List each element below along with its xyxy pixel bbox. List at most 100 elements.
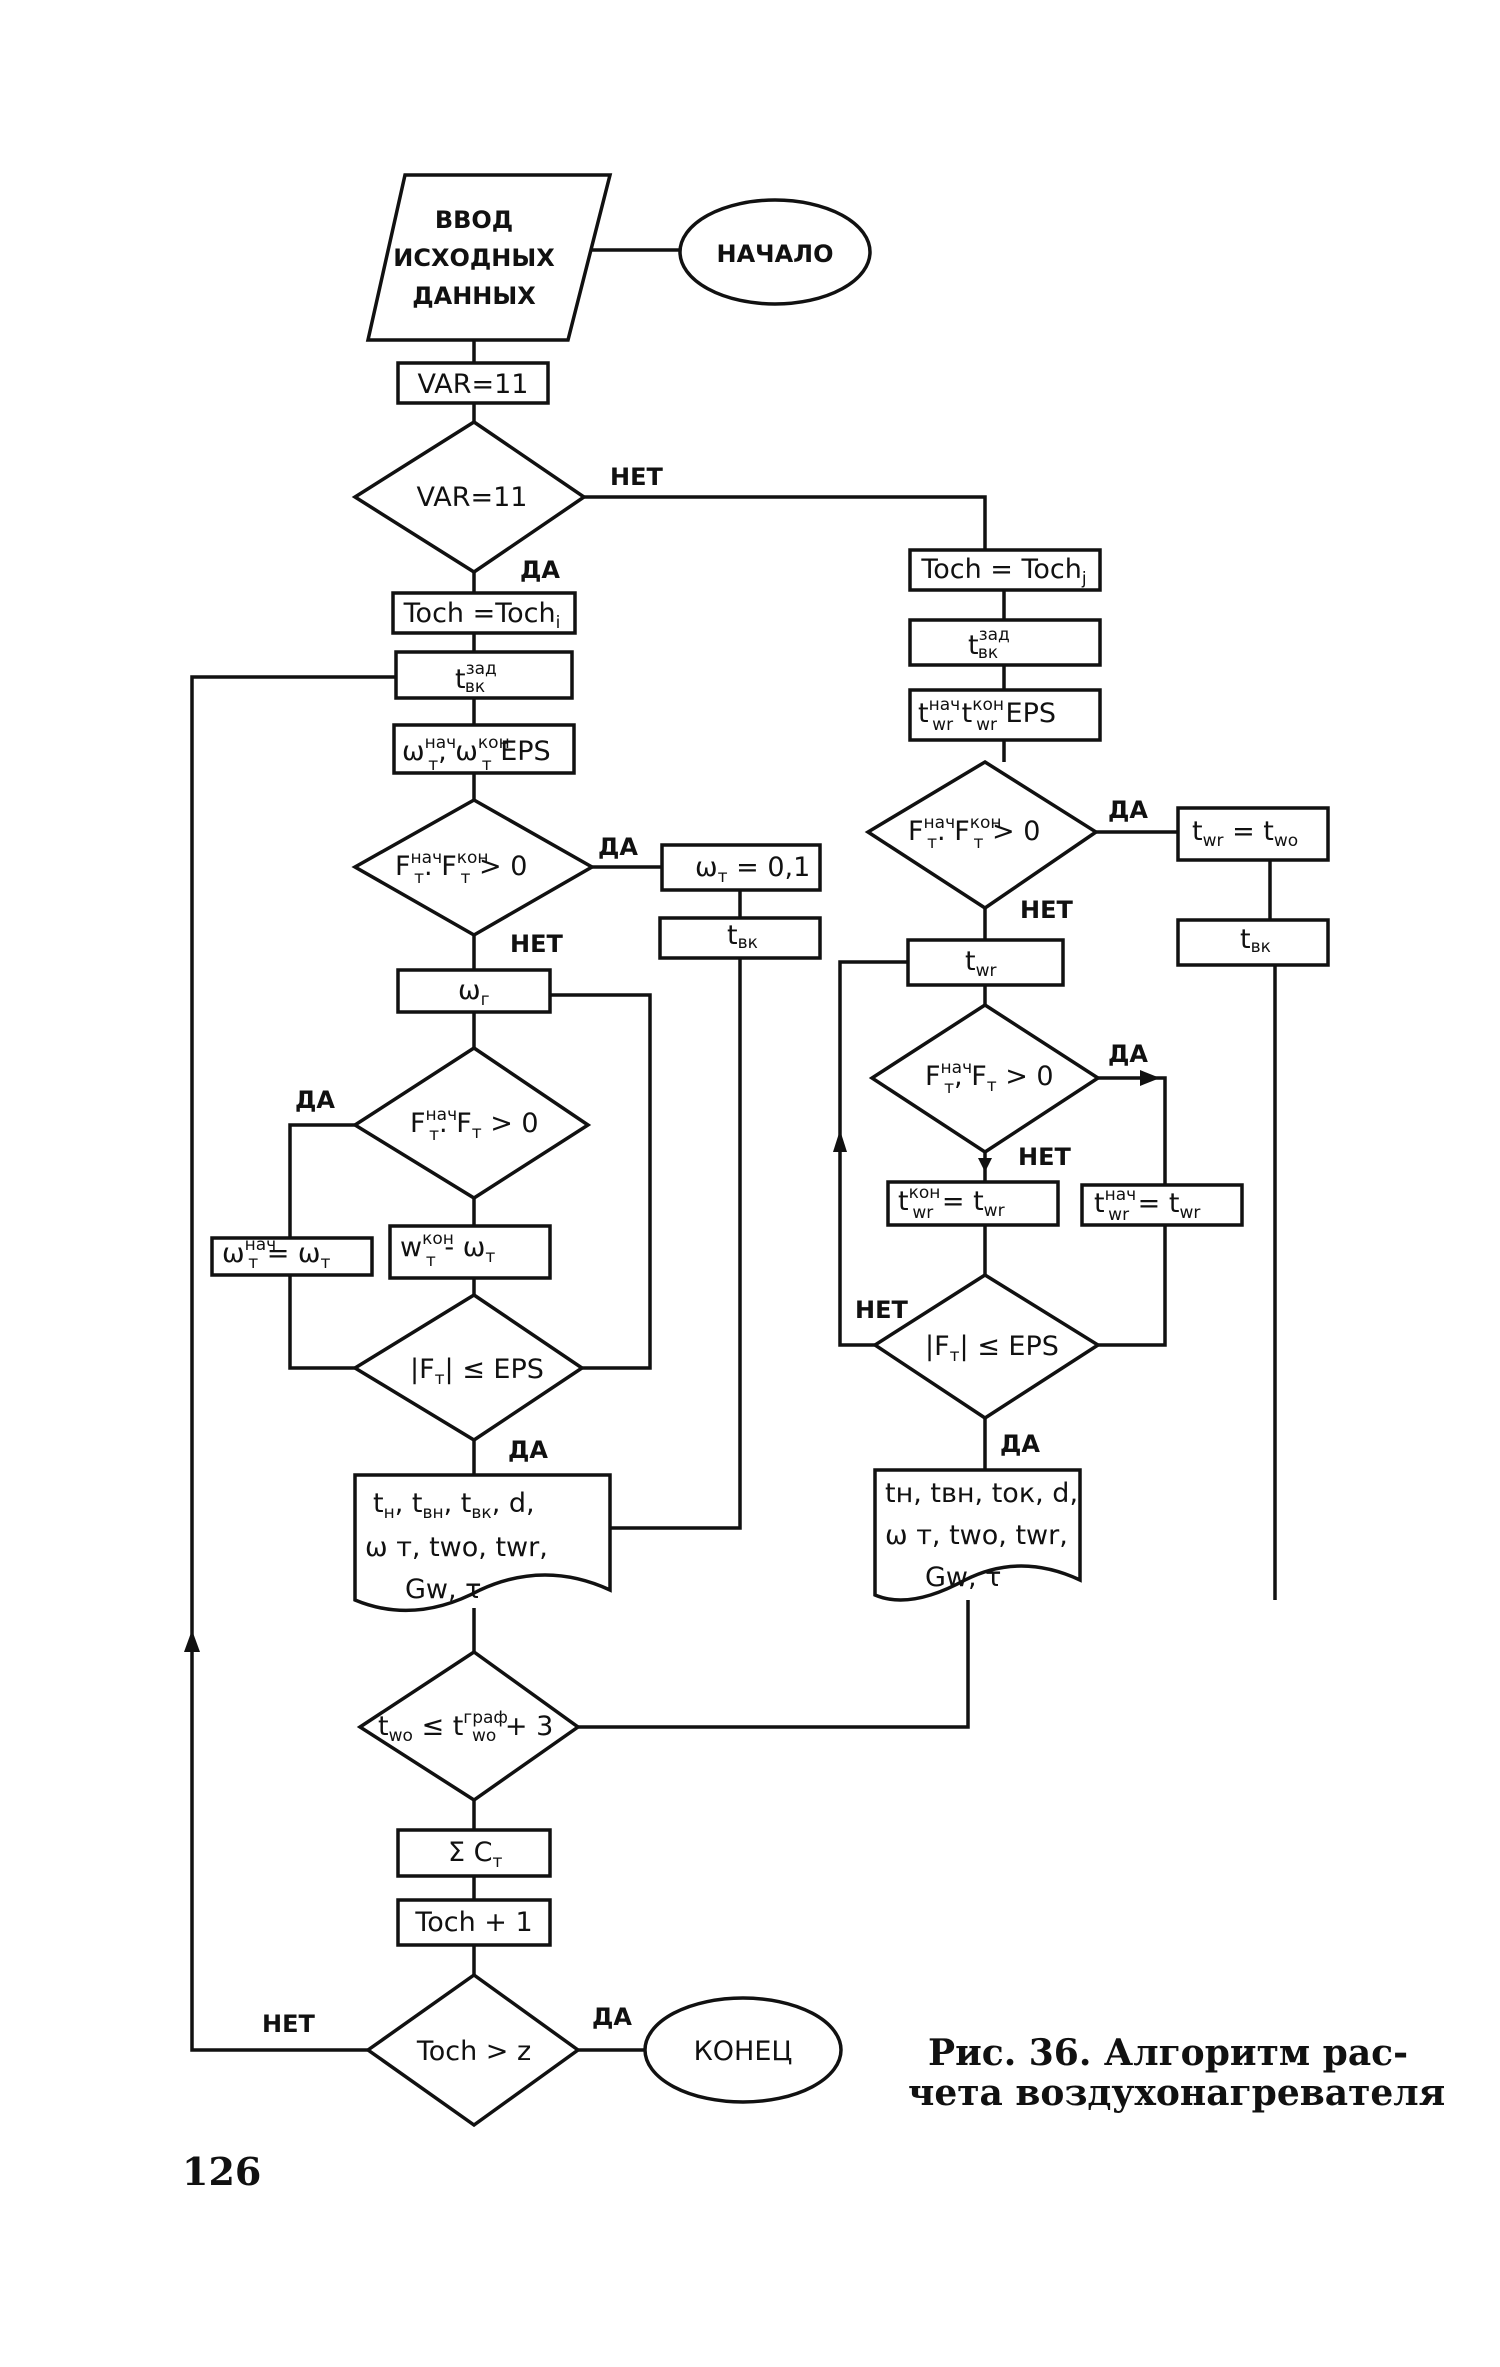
omega-g-label: ωг [458,975,490,1010]
twr-block: twr [906,938,1065,987]
connector-var-no [582,495,987,550]
label-var-no: НЕТ [610,463,663,491]
arrow-right-yes [1140,1070,1160,1086]
label-condFo-yes: ДА [295,1086,335,1114]
condition-eps-right-decision: |Fт| ≤ EPS [871,1272,1102,1421]
input-data-block: ВВОД ИСХОДНЫХ ДАННЫХ [365,173,613,342]
output-left-line-3: Gw, τ [405,1574,481,1605]
condition-eps-left-decision: |Fт| ≤ EPS [351,1292,586,1443]
label-condz-yes: ДА [592,2003,632,2031]
var-check-label: VAR=11 [417,482,528,513]
tvk-right-label: tвк [1240,924,1271,957]
connector-condFt-yes [1098,1076,1167,1185]
label-condF-yes: ДА [598,833,638,861]
output-right-line-1: tн, tвн, tок, d, [885,1478,1078,1509]
tvk-left-block: tвк [658,916,822,960]
connector-rightout-condtwo [578,1600,970,1729]
twr-set-block: twr = twо [1176,806,1330,862]
var-check-decision: VAR=11 [351,419,588,575]
omega-set-label: ωт = 0,1 [695,852,810,887]
connector-loop-omegag [550,993,652,1370]
label-epsr-no: НЕТ [855,1296,908,1324]
label-condFr-no: НЕТ [1020,896,1073,924]
branch-labels: НЕТ ДА ДА НЕТ ДА ДА НЕТ ДА ДА НЕТ ДА НЕТ… [262,463,1148,2038]
label-condFt-no: НЕТ [1018,1143,1071,1171]
arrow-up-right-loop [833,1130,847,1152]
output-right-line-2: ω т, twо, twr, [885,1520,1068,1551]
toch-right-block: Toch = Tochj [908,548,1102,592]
sum-c-block: Σ Cт [396,1828,552,1878]
tvk-left-label: tвк [727,920,758,953]
condition-z-label: Toch > z [416,2036,531,2067]
connector-omeganach-eps [288,1275,355,1370]
toch-left-block: Toch =Tochi [391,591,577,635]
sum-c-label: Σ Cт [448,1837,503,1872]
connector-tvk-output [610,958,742,1530]
connector-condz-no-loop [190,675,396,2052]
label-condFt-yes: ДА [1108,1040,1148,1068]
toch-inc-label: Toch + 1 [414,1907,532,1938]
end-label: КОНЕЦ [694,2036,793,2067]
tvk-right-block: tвк [1176,918,1330,967]
connector-lines [184,248,1277,2052]
input-line-2: ИСХОДНЫХ [393,244,555,272]
label-condF-no: НЕТ [510,930,563,958]
var-assign-label: VAR=11 [418,369,529,400]
omega-g-block: ωг [396,968,552,1014]
output-right-line-3: Gw, τ [925,1562,1001,1593]
figure-caption: Рис. 36. Алгоритм рас- чета воздухонагре… [908,2032,1445,2114]
output-left-line-2: ω т, twо, twr, [365,1532,548,1563]
input-line-1: ВВОД [435,206,513,234]
toch-right-label: Toch = Tochj [920,554,1086,589]
label-eps-yes: ДА [508,1436,548,1464]
caption-line-1: Рис. 36. Алгоритм рас- [928,2032,1408,2074]
arrow-down-no [978,1158,992,1172]
label-epsr-yes: ДА [1000,1430,1040,1458]
output-left-line-1: tн, tвн, tвк, d, [373,1488,535,1523]
caption-line-2: чета воздухонагревателя [908,2072,1445,2114]
twr-label: twr [965,946,997,981]
condition-z-decision: Toch > z [364,1972,581,2128]
arrow-up-loop [184,1630,200,1652]
label-var-yes: ДА [520,556,560,584]
output-left-document: tн, tвн, tвк, d, ω т, twо, twr, Gw, τ [353,1473,612,1613]
omega-set-block: ωт = 0,1 [660,843,822,892]
condition-eps-right-label: |Fт| ≤ EPS [925,1331,1059,1366]
connector-condFo-yes [288,1123,355,1238]
input-line-3: ДАННЫХ [412,282,536,310]
twr-set-label: twr = twо [1192,816,1298,851]
toch-left-label: Toch =Tochi [403,598,561,633]
var-assign-block: VAR=11 [396,361,550,405]
label-condz-no: НЕТ [262,2010,315,2038]
label-condFr-yes: ДА [1108,796,1148,824]
condition-eps-left-label: |Fт| ≤ EPS [410,1354,544,1389]
end-terminal: КОНЕЦ [643,1996,843,2104]
